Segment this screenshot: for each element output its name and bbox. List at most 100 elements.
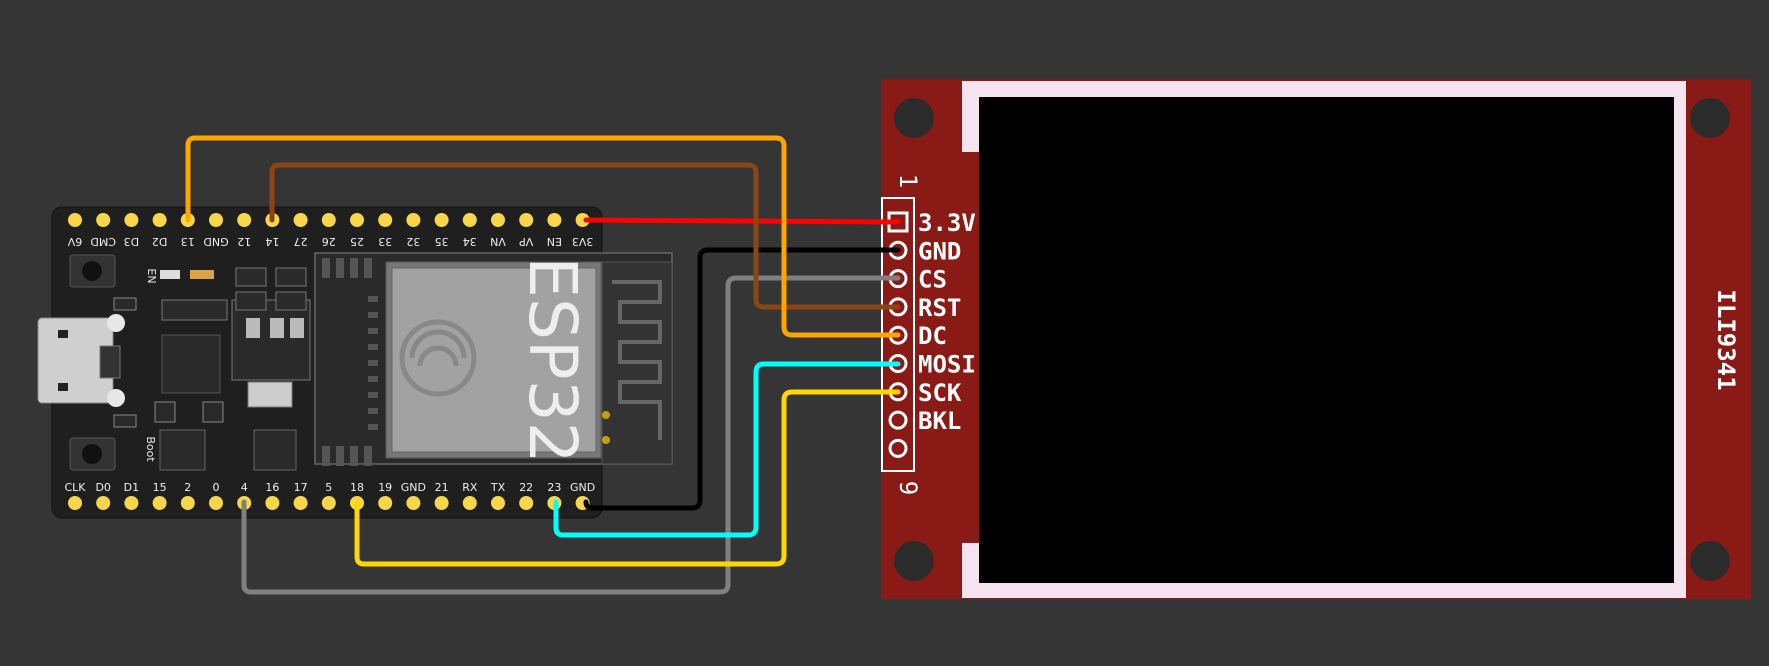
pin-1-marker: 1 <box>894 174 922 188</box>
esp32-pin-top[interactable] <box>434 213 449 227</box>
wire-dc[interactable] <box>185 135 901 338</box>
esp32-pin-label-top: 12 <box>237 235 251 248</box>
transistor <box>253 429 297 471</box>
esp32-pin-top[interactable] <box>293 213 308 227</box>
mount-hole <box>1690 541 1730 581</box>
esp32-pin-top[interactable] <box>491 213 505 227</box>
esp32-pin-bottom[interactable] <box>68 496 82 510</box>
esp32-pin-label-bottom: 0 <box>213 481 220 494</box>
esp32-pin-bottom[interactable] <box>293 496 308 510</box>
esp32-pin-label-top: EN <box>547 235 562 248</box>
en-label: EN <box>145 268 158 283</box>
wire-rst[interactable] <box>269 162 901 310</box>
esp32-pin-bottom[interactable] <box>378 496 393 510</box>
espressif-logo <box>399 319 477 397</box>
esp32-pin-label-top: GND <box>203 235 228 248</box>
display-pin-label: CS <box>918 266 947 294</box>
esp32-pin-top[interactable] <box>575 213 590 227</box>
esp32-pin-bottom[interactable] <box>434 496 449 510</box>
wire-cs[interactable] <box>241 275 901 595</box>
esp32-pin-top[interactable] <box>96 213 111 227</box>
esp32-pin-label-bottom: D1 <box>124 481 139 494</box>
esp32-board[interactable]: EN Boot ESP32 <box>37 206 673 519</box>
esp32-pin-label-bottom: 19 <box>378 481 392 494</box>
esp32-pin-label-bottom: 4 <box>241 481 248 494</box>
esp32-pin-top[interactable] <box>462 213 477 227</box>
voltage-regulator <box>231 299 311 381</box>
lcd-screen <box>979 97 1674 583</box>
esp32-pin-label-top: 13 <box>181 235 195 248</box>
esp32-pin-top[interactable] <box>209 213 223 227</box>
esp32-pin-bottom[interactable] <box>462 496 477 510</box>
esp32-pin-label-bottom: 17 <box>294 481 308 494</box>
esp32-pin-label-top: 25 <box>350 235 364 248</box>
wire-mosi[interactable] <box>553 361 901 538</box>
esp32-pin-top[interactable] <box>406 213 421 227</box>
esp32-pin-bottom[interactable] <box>209 496 223 510</box>
wire-sck[interactable] <box>354 389 901 567</box>
display-pin-label: 3.3V <box>918 209 976 237</box>
esp32-pin-bottom[interactable] <box>491 496 505 510</box>
esp32-pin-label-bottom: 21 <box>435 481 449 494</box>
espressif-logo-swirl <box>409 329 467 367</box>
regulator-tab <box>290 318 304 338</box>
esp32-pin-label-bottom: RX <box>462 481 478 494</box>
esp32-pin-bottom[interactable] <box>406 496 421 510</box>
wire-gnd[interactable] <box>583 247 901 511</box>
esp32-pin-bottom[interactable] <box>321 496 336 510</box>
display-model-label: ILI9341 <box>1712 289 1740 390</box>
esp32-pin-label-top: VN <box>490 235 506 248</box>
esp32-pin-label-top: 34 <box>463 235 477 248</box>
antenna-pad <box>602 436 610 444</box>
esp32-pin-label-top: 33 <box>378 235 392 248</box>
module-pads <box>322 258 378 466</box>
display-pin-label: GND <box>918 237 961 265</box>
usb-mount-hole <box>107 389 125 407</box>
esp32-pin-top[interactable] <box>237 213 252 227</box>
esp32-pin-label-bottom: 18 <box>350 481 364 494</box>
esp32-pin-top[interactable] <box>124 213 139 227</box>
esp32-pin-label-top: 14 <box>265 235 279 248</box>
en-button-cap[interactable] <box>82 261 102 281</box>
smd-led <box>275 291 307 311</box>
usb-mount-hole <box>107 314 125 332</box>
esp32-pin-top[interactable] <box>68 213 82 227</box>
esp32-pin-label-top: D3 <box>124 235 139 248</box>
esp32-pin-bottom[interactable] <box>96 496 111 510</box>
esp32-pin-label-top: 27 <box>294 235 308 248</box>
esp32-pin-bottom[interactable] <box>124 496 139 510</box>
esp32-pin-bottom[interactable] <box>519 496 534 510</box>
esp32-pin-bottom[interactable] <box>180 496 195 510</box>
esp32-pin-bottom[interactable] <box>152 496 167 510</box>
usb-connector-pins <box>99 345 121 379</box>
esp32-pin-label-top: 6V <box>67 235 82 248</box>
display-pin[interactable] <box>888 410 908 430</box>
wire-3v3[interactable] <box>583 217 901 225</box>
resistor-array <box>161 299 228 321</box>
smd-component <box>190 270 214 279</box>
pin-9-marker: 9 <box>894 481 922 495</box>
esp32-pin-bottom[interactable] <box>265 496 280 510</box>
boot-button-cap[interactable] <box>82 444 102 464</box>
esp32-rf-shield <box>391 267 597 453</box>
pcb-antenna-trace <box>612 280 662 440</box>
boot-label: Boot <box>144 436 157 462</box>
smd-led <box>235 267 267 287</box>
esp32-pin-top[interactable] <box>378 213 393 227</box>
wires <box>185 135 901 595</box>
esp32-pin-label-bottom: 16 <box>265 481 279 494</box>
mount-hole <box>1690 98 1730 138</box>
esp32-pin-label-top: 32 <box>406 235 420 248</box>
esp32-pin-top[interactable] <box>152 213 167 227</box>
esp32-pin-top[interactable] <box>547 213 562 227</box>
esp32-pin-top[interactable] <box>350 213 364 227</box>
esp32-pin-label-top: 3V3 <box>572 235 594 248</box>
display-pin[interactable] <box>888 438 908 458</box>
esp32-pin-top[interactable] <box>321 213 336 227</box>
esp32-pin-top[interactable] <box>519 213 534 227</box>
